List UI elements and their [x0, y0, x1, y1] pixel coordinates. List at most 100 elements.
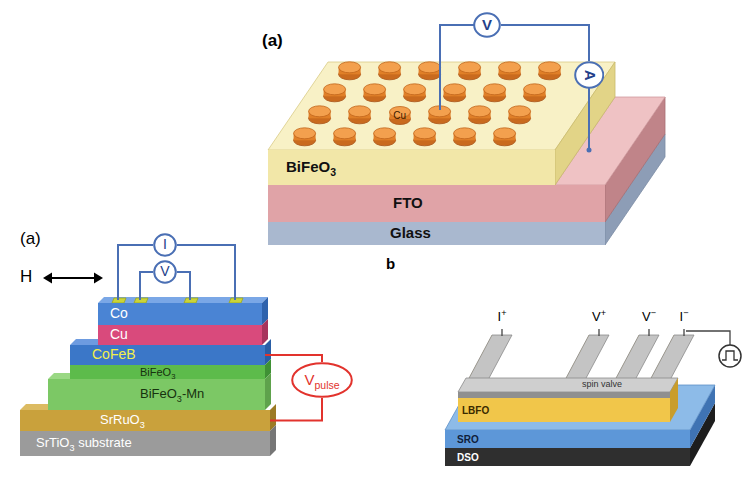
wire [265, 355, 322, 362]
contact-point [587, 148, 592, 153]
dot-top [339, 62, 361, 73]
arm-top [650, 335, 694, 380]
dot-top [294, 128, 316, 139]
spin-valve-layer: spin valve [578, 379, 626, 391]
electrode-layer: FTO [268, 185, 605, 222]
voltmeter-circle: V [153, 260, 177, 284]
dot-top [364, 84, 386, 95]
voltmeter-circle: V [473, 12, 501, 38]
dot-top [539, 62, 561, 73]
node-text: BiFeO3 [286, 159, 336, 176]
lead-line [648, 329, 649, 336]
node-text: DSO [457, 452, 479, 463]
dot-top [469, 106, 491, 117]
electrode-layer: SRO [445, 430, 690, 448]
pulse-circle [719, 345, 741, 367]
wire [440, 25, 474, 110]
node-text: BiFeO3 [140, 366, 175, 378]
dot-top [444, 84, 466, 95]
meter-wires [440, 25, 589, 150]
node-text: A [581, 70, 598, 81]
dot-top [419, 62, 441, 73]
film-layer: CoFeB [70, 345, 265, 365]
terminal-label: I+ [498, 310, 507, 324]
slab-faces [268, 62, 665, 245]
substrate-layer: Glass [268, 222, 605, 245]
dot-top [459, 62, 481, 73]
wire [177, 272, 190, 300]
node-text: LBFO [462, 405, 489, 416]
terminal-label: I− [680, 310, 689, 324]
lead-line [686, 331, 730, 345]
film-layer: BiFeO3-Mn [48, 379, 265, 410]
arrow-shaft [50, 277, 96, 279]
dot-top [374, 128, 396, 139]
panel-label: b [386, 256, 395, 273]
pulse-symbol [719, 345, 741, 367]
bfo-top [268, 62, 615, 150]
node-text: FTO [393, 195, 423, 212]
film-layer: Co [98, 303, 262, 325]
dot-top [524, 84, 546, 95]
dot-top [379, 62, 401, 73]
node-text: SRO [457, 434, 479, 445]
ammeter-circle: A [574, 61, 605, 89]
node-text: BiFeO3-Mn [140, 387, 204, 401]
node-text: Cu [393, 110, 406, 121]
terminal-label: V+ [592, 310, 606, 324]
dot-top [404, 84, 426, 95]
node-text: I [163, 237, 167, 252]
wire [588, 88, 590, 150]
lead-line [683, 329, 684, 336]
panel-label: (a) [20, 230, 41, 249]
hall-bar-device [445, 335, 715, 466]
node-text: SrTiO3 substrate [36, 436, 132, 450]
terminal-label: V− [642, 310, 656, 324]
lead-lines [502, 329, 730, 345]
arrow-head [43, 273, 52, 284]
node-text: Cu [110, 327, 128, 342]
dot-top [484, 84, 506, 95]
substrate-layer: DSO [445, 448, 690, 466]
electrode-layer: SrRuO3 [20, 410, 270, 431]
field-label: H [20, 268, 32, 287]
dot-top [349, 106, 371, 117]
circle-outline [154, 261, 176, 283]
arm-top [615, 335, 659, 380]
stack-3d-faces [20, 297, 276, 456]
wire [270, 398, 322, 421]
dot-top [309, 106, 331, 117]
electrode-dots [294, 62, 561, 146]
wire [177, 245, 235, 300]
film-layer: Cu [98, 325, 262, 345]
node-text: Co [110, 306, 128, 321]
circle-outline [575, 62, 603, 88]
arm-top [565, 335, 609, 380]
node-text: SrRuO3 [100, 413, 145, 427]
probe-wires [118, 245, 235, 300]
dot-top [499, 62, 521, 73]
film-layer: LBFO [458, 398, 670, 422]
bar-top [458, 378, 678, 392]
bfo-side [555, 62, 615, 185]
current-source-circle: I [153, 233, 177, 257]
bfomn-side [265, 373, 271, 410]
circle-outline [474, 13, 500, 37]
wire [118, 245, 153, 300]
film-layer: BiFeO3 [70, 365, 265, 379]
dot-top [494, 128, 516, 139]
dot-top [334, 128, 356, 139]
dot-top [509, 106, 531, 117]
film-layer: BiFeO3 [268, 150, 555, 185]
node-text: spin valve [582, 380, 622, 390]
node-text: V [160, 264, 169, 279]
arrow-head [94, 273, 103, 284]
node-text: V [482, 17, 492, 34]
wire [140, 272, 153, 300]
substrate-layer: SrTiO3 substrate [20, 431, 270, 456]
node-text: Vpulse [304, 372, 339, 389]
pulse-wave [722, 351, 738, 360]
electrode-dot: Cu [389, 106, 411, 125]
dot-top [324, 84, 346, 95]
